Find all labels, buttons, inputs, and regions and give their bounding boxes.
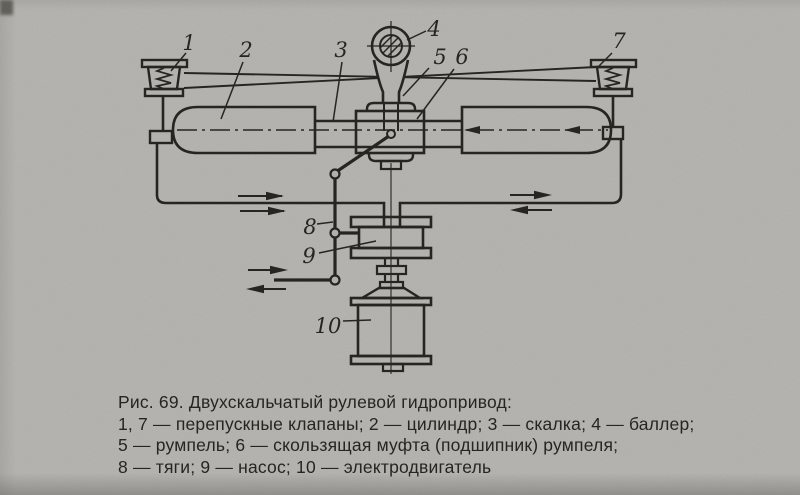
caption-line-3: 5 — румпель; 6 — скользящая муфта (подши… bbox=[118, 435, 619, 455]
part-label-2: 2 bbox=[238, 38, 252, 62]
motion-arrow-left-1 bbox=[464, 126, 480, 134]
flow-arrow-left-icon bbox=[510, 205, 552, 215]
valve-spring-icon bbox=[602, 67, 624, 90]
part-label-9: 9 bbox=[302, 244, 315, 268]
part-label-10: 10 bbox=[315, 314, 342, 338]
part-label-3: 3 bbox=[334, 38, 347, 62]
flow-arrow-right-icon bbox=[238, 191, 284, 201]
flow-arrows bbox=[238, 190, 552, 294]
part-label-6: 6 bbox=[455, 45, 468, 69]
flow-arrow-right-icon bbox=[240, 206, 286, 216]
caption-title: Рис. 69. Двухскальчатый рулевой гидропри… bbox=[118, 392, 513, 412]
relief-valve-right bbox=[589, 58, 638, 141]
part-label-8: 8 bbox=[303, 215, 316, 239]
control-linkage bbox=[274, 134, 390, 286]
tiller-assembly bbox=[367, 21, 415, 131]
valve-spring-icon bbox=[153, 67, 175, 90]
flow-arrow-left-icon bbox=[246, 284, 286, 294]
caption-line-2: 1, 7 — перепускные клапаны; 2 — цилиндр;… bbox=[118, 413, 695, 434]
motion-arrow-left-2 bbox=[564, 126, 580, 134]
hydraulic-steering-gear-diagram: 1 2 3 4 5 6 7 8 9 10 bbox=[140, 17, 638, 374]
part-label-5: 5 bbox=[433, 45, 446, 69]
flow-arrow-right-icon bbox=[510, 190, 552, 200]
sliding-sleeve bbox=[354, 101, 426, 171]
part-label-4: 4 bbox=[426, 17, 440, 41]
part-label-1: 1 bbox=[182, 31, 195, 55]
scan-corner-mark bbox=[0, 0, 13, 15]
part-label-7: 7 bbox=[612, 29, 626, 53]
caption-line-4: 8 — тяги; 9 — насос; 10 — электродвигате… bbox=[118, 456, 492, 477]
flow-arrow-right-icon bbox=[248, 265, 288, 275]
figure-caption: Рис. 69. Двухскальчатый рулевой гидропри… bbox=[118, 392, 718, 478]
